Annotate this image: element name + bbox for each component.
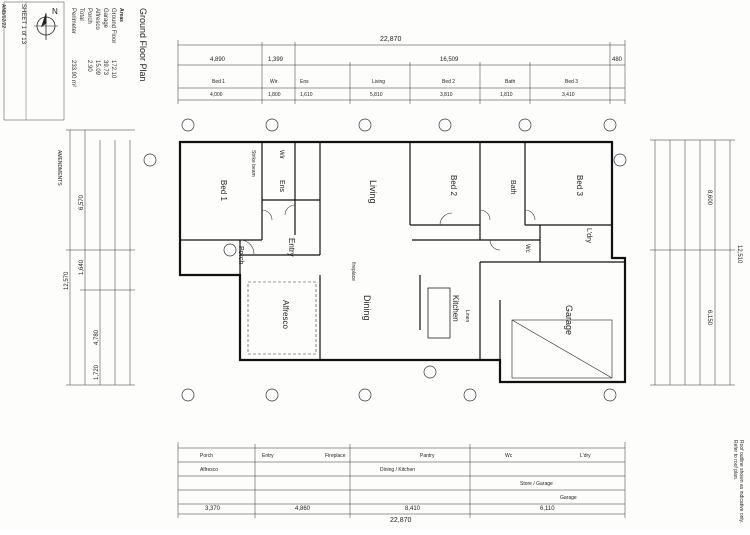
dim-left-value: 1,720 [94, 364, 100, 380]
interior-walls [180, 142, 625, 360]
areas-header: Areas [118, 8, 124, 22]
dim-left-value: 12,570 [64, 271, 70, 290]
dim-bottom-label: Fireplace [325, 453, 346, 459]
dim-top-sub: 1,610 [300, 92, 313, 98]
north-letter: N [52, 7, 58, 16]
areas-row-label: Perimeter [70, 8, 76, 35]
dim-bottom-label: Store / Garage [520, 481, 553, 487]
dim-bottom-value: 4,860 [295, 506, 311, 512]
areas-row-label: Porch [86, 8, 92, 24]
room-label-wc: Wc [524, 244, 530, 253]
sheet-date: ANB/02/22 [0, 4, 6, 29]
north-arrow-icon [34, 13, 58, 40]
dim-right-value: 12,510 [736, 245, 742, 264]
dim-bottom-label: Dining / Kitchen [380, 467, 416, 473]
dim-top-value: 16,509 [440, 57, 459, 63]
areas-row-value: 39.73 [102, 60, 108, 76]
garage-hatch [511, 319, 613, 379]
dim-top-value: 1,399 [268, 57, 284, 63]
room-label-bed1: Bed 1 [219, 180, 228, 201]
room-label-dining: Dining [362, 295, 372, 321]
plan-title: Ground Floor Plan [138, 8, 148, 82]
room-label-bed3: Bed 3 [575, 175, 584, 196]
dim-top-room: Bed 2 [442, 79, 456, 85]
room-label-wir: Wir [278, 150, 284, 159]
dim-bottom-value: 6,110 [540, 506, 555, 512]
dim-top-sub: 1,800 [268, 92, 281, 98]
dim-top-room: Wir [270, 79, 278, 85]
dim-bottom-label: Garage [560, 495, 577, 501]
room-label-entry: Entry [287, 238, 296, 257]
dim-top-sub: 3,810 [440, 92, 453, 98]
dim-bottom-overall: 22,870 [390, 517, 412, 524]
amendments-note: AMENDMENTS [56, 150, 62, 186]
areas-row-value: 15.09 [94, 60, 100, 76]
top-dimension-lines [177, 40, 626, 104]
dim-top-value: 480 [612, 57, 623, 63]
title-block [3, 1, 65, 121]
areas-row-value: 172.10 [110, 60, 116, 79]
dim-top-room: Bed 1 [212, 79, 226, 85]
dim-top-sub: 4,000 [210, 92, 223, 98]
annotation: fireplace [350, 262, 356, 281]
areas-row-label: Ground Floor [110, 8, 116, 44]
dim-bottom-label: Entry [262, 453, 274, 459]
dim-bottom-label: Porch [200, 453, 214, 459]
dim-bottom-label: Alfresco [200, 467, 219, 473]
dim-top-value: 4,890 [210, 57, 226, 63]
dim-bottom-value: 8,410 [405, 506, 421, 512]
room-label-ens: Ens [278, 180, 285, 193]
dim-bottom-label: Wc [505, 453, 513, 459]
room-label-bath: Bath [509, 180, 516, 195]
room-label-bed2: Bed 2 [449, 175, 458, 196]
areas-row-label: Garage [102, 8, 108, 29]
dim-left-value: 1,640 [79, 259, 85, 275]
sheet-number: SHEET 1 of 13 [20, 4, 26, 44]
areas-row-value: 2.90 [86, 60, 92, 72]
areas-row-label: Alfresco [94, 8, 100, 30]
right-dimension-lines [650, 139, 735, 386]
kitchen-island [427, 287, 451, 339]
areas-row-value: 233.90 m² [70, 60, 76, 88]
areas-row-label: Total [78, 8, 84, 21]
dim-bottom-value: 3,370 [205, 506, 221, 512]
dim-bottom-label: Pantry [420, 453, 435, 459]
annotation: Strike beam [250, 150, 256, 177]
dim-top-sub: 5,810 [370, 92, 383, 98]
room-label-lndry: L'dry [585, 228, 592, 243]
annotation: Linen [464, 310, 470, 323]
dim-top-overall: 22,870 [380, 36, 402, 43]
dim-right-value: 8,600 [706, 190, 712, 206]
dim-left-value: 6,570 [79, 194, 85, 210]
room-label-garage: Garage [564, 305, 574, 336]
door-swings [239, 204, 536, 255]
dim-right-value: 6,150 [706, 310, 712, 326]
dim-top-room: Living [372, 79, 386, 85]
room-label-living: Living [368, 180, 378, 204]
dim-left-value: 4,780 [94, 329, 100, 345]
dim-top-room: Bath [505, 79, 516, 85]
dim-bottom-label: L'dry [580, 453, 591, 459]
exterior-walls [178, 140, 627, 384]
roof-note: Roof outline shown as indicative only. R… [732, 440, 744, 524]
room-label-porch: Porch [237, 246, 244, 265]
room-label-alfresco: Alfresco [281, 300, 290, 329]
dim-top-room: Ens [300, 79, 309, 85]
grid-markers [143, 118, 627, 402]
dim-top-sub: 3,410 [562, 92, 575, 98]
dim-top-room: Bed 3 [565, 79, 579, 85]
dim-top-sub: 1,810 [500, 92, 513, 98]
left-dimension-lines [66, 129, 135, 386]
room-label-kitchen: Kitchen [451, 295, 460, 322]
bottom-dimension-lines [177, 442, 626, 518]
